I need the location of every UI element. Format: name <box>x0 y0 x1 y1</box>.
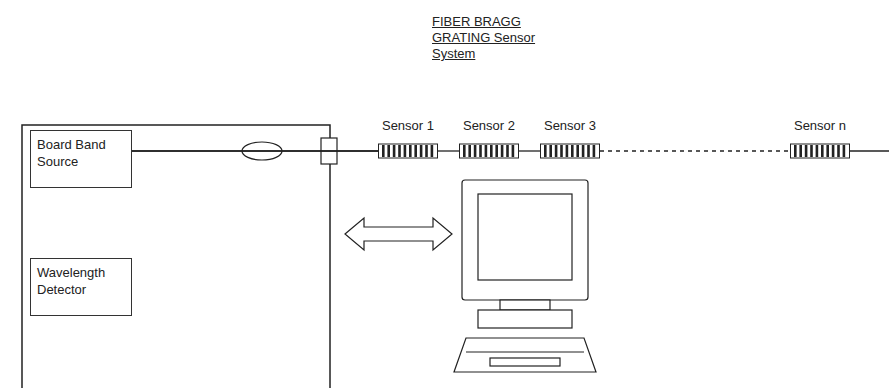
data-link-arrow <box>345 218 452 250</box>
diagram-title: FIBER BRAGG GRATING Sensor System <box>432 14 554 62</box>
unit-box: Board Band Source <box>30 130 132 188</box>
sensor-label: Sensor 1 <box>378 118 438 133</box>
grating-symbol <box>459 143 519 159</box>
unit-housing <box>22 125 330 388</box>
fiber-line <box>438 150 459 151</box>
sensor-node: Sensor 1 <box>378 118 438 159</box>
sensor-label: Sensor n <box>790 118 850 133</box>
sensor-label: Sensor 3 <box>540 118 600 133</box>
grating-symbol <box>540 143 600 159</box>
sensor-node: Sensor n <box>790 118 850 159</box>
grating-symbol <box>378 143 438 159</box>
grating-symbol <box>790 143 850 159</box>
fiber-line <box>132 150 378 151</box>
fiber-tail <box>850 150 889 151</box>
fiber-line <box>519 150 540 151</box>
fiber-line <box>132 150 378 151</box>
box-label: Wavelength Detector <box>37 264 125 298</box>
box-label: Board Band Source <box>37 136 125 170</box>
unit-box: Wavelength Detector <box>30 258 132 316</box>
sensor-node: Sensor 3 <box>540 118 600 159</box>
sensor-node: Sensor 2 <box>459 118 519 159</box>
sensor-label: Sensor 2 <box>459 118 519 133</box>
fiber-line <box>600 150 790 151</box>
computer-icon <box>454 180 596 372</box>
